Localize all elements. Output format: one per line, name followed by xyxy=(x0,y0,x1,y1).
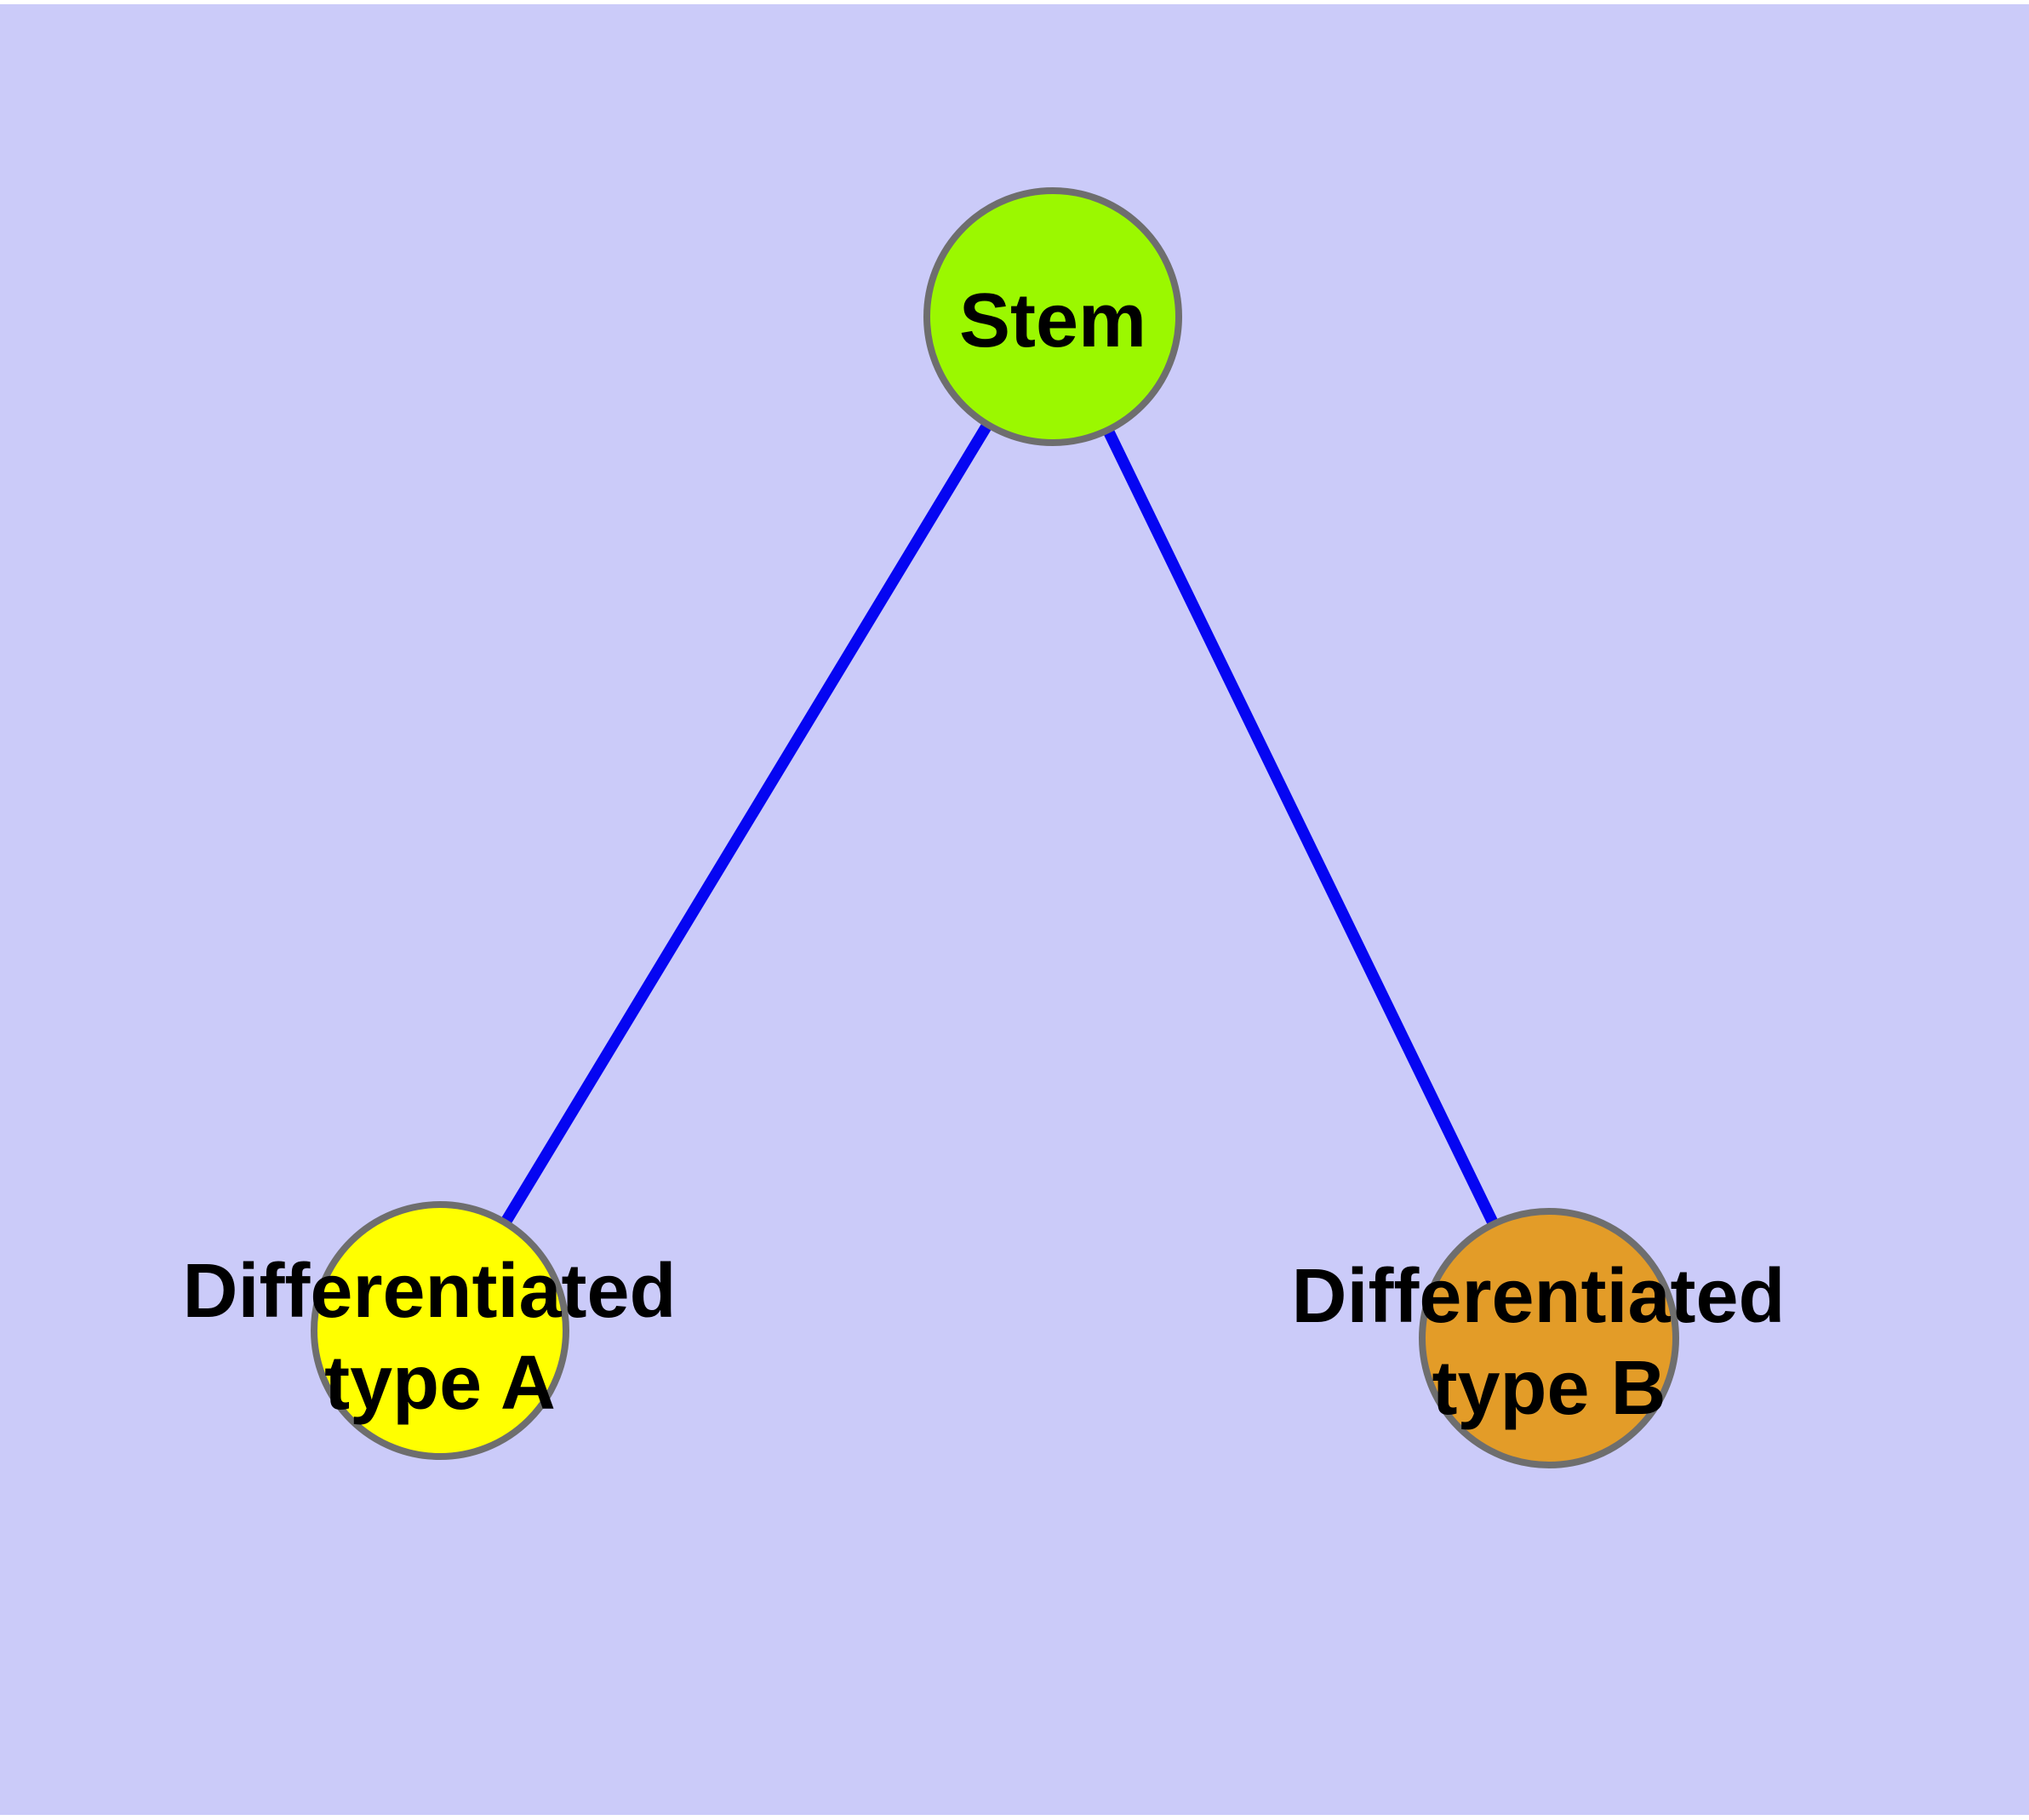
edge-stem-to-type-a xyxy=(435,313,1058,1334)
node-type-a-circle xyxy=(311,1201,569,1460)
node-type-b-label-line2: type B xyxy=(1432,1346,1666,1431)
node-type-b-label: Differentiated type B xyxy=(1291,1254,1806,1431)
node-stem-circle xyxy=(923,187,1182,446)
edge-stem-to-type-b xyxy=(1047,314,1555,1341)
node-type-b-circle xyxy=(1419,1208,1679,1468)
node-type-a-label-line1: Differentiated xyxy=(182,1249,676,1334)
node-stem-label: Stem xyxy=(959,278,1146,363)
node-type-b-label-line1: Differentiated xyxy=(1291,1254,1785,1339)
node-type-a-label: Differentiated type A xyxy=(182,1249,697,1426)
node-type-a-label-line2: type A xyxy=(324,1341,556,1426)
